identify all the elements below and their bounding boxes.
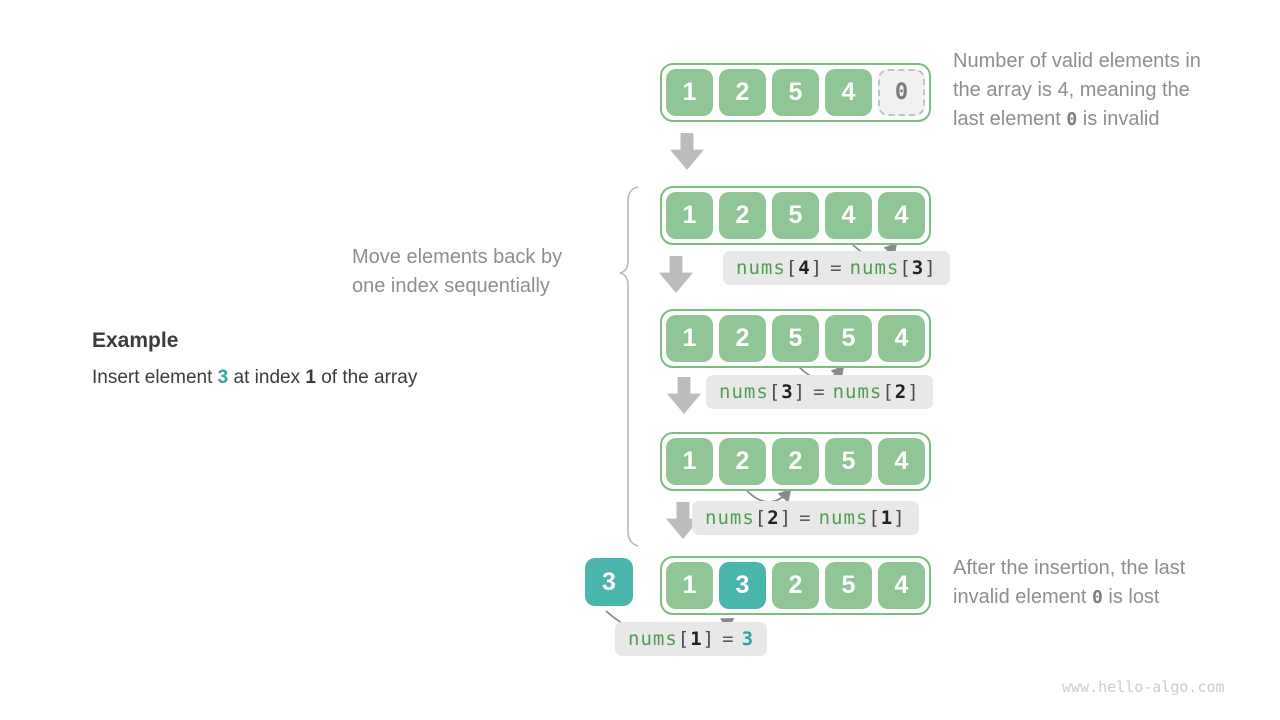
array-cell: 1: [666, 562, 713, 609]
array-cell: 2: [719, 69, 766, 116]
array-cell: 5: [825, 562, 872, 609]
insert-value-text: 3: [217, 367, 229, 388]
down-arrow-icon: [670, 133, 704, 170]
array-cell: 1: [666, 69, 713, 116]
lost-zero-text: 0: [1091, 587, 1103, 608]
array-cell: 2: [772, 562, 819, 609]
array-cell: 2: [719, 192, 766, 239]
down-arrow-icon: [667, 377, 701, 414]
array-cell-invalid: 0: [878, 69, 925, 116]
array-cell: 1: [666, 315, 713, 362]
array-cell: 4: [878, 438, 925, 485]
array-row-final: 1 3 2 5 4: [660, 556, 931, 615]
array-cell-inserted: 3: [719, 562, 766, 609]
array-cell: 4: [878, 315, 925, 362]
array-cell: 5: [825, 315, 872, 362]
array-cell: 4: [878, 562, 925, 609]
inserted-element-box: 3: [585, 558, 633, 606]
down-arrow-icon: [659, 256, 693, 293]
note-valid-elements: Number of valid elements in the array is…: [953, 50, 1201, 130]
array-cell: 5: [772, 315, 819, 362]
insert-index-text: 1: [305, 367, 316, 388]
array-cell: 4: [878, 192, 925, 239]
array-cell: 1: [666, 192, 713, 239]
code-label-insert: nums[1]=3: [615, 622, 768, 656]
invalid-zero-text: 0: [1066, 109, 1078, 130]
array-cell: 4: [825, 69, 872, 116]
array-cell: 5: [772, 69, 819, 116]
array-cell: 4: [825, 192, 872, 239]
example-heading: Example: [92, 329, 179, 352]
code-label-step1: nums[4]=nums[3]: [723, 251, 950, 285]
array-cell: 5: [772, 192, 819, 239]
example-description: Insert element 3 at index 1 of the array: [92, 367, 418, 388]
array-cell: 1: [666, 438, 713, 485]
array-row-step2: 1 2 5 5 4: [660, 309, 931, 368]
move-elements-caption: Move elements back by one index sequenti…: [352, 246, 563, 297]
code-label-step2: nums[3]=nums[2]: [706, 375, 933, 409]
array-cell: 2: [719, 315, 766, 362]
code-label-step3: nums[2]=nums[1]: [692, 501, 919, 535]
array-cell: 2: [719, 438, 766, 485]
array-row-step3: 1 2 2 5 4: [660, 432, 931, 491]
array-row-step1: 1 2 5 4 4: [660, 186, 931, 245]
grouping-brace: [619, 186, 639, 547]
note-after-insertion: After the insertion, the last invalid el…: [953, 557, 1186, 608]
array-cell: 5: [825, 438, 872, 485]
array-row-initial: 1 2 5 4 0: [660, 63, 931, 122]
watermark-url: www.hello-algo.com: [1062, 678, 1225, 696]
example-block: Example Insert element 3 at index 1 of t…: [92, 329, 417, 389]
array-cell: 2: [772, 438, 819, 485]
